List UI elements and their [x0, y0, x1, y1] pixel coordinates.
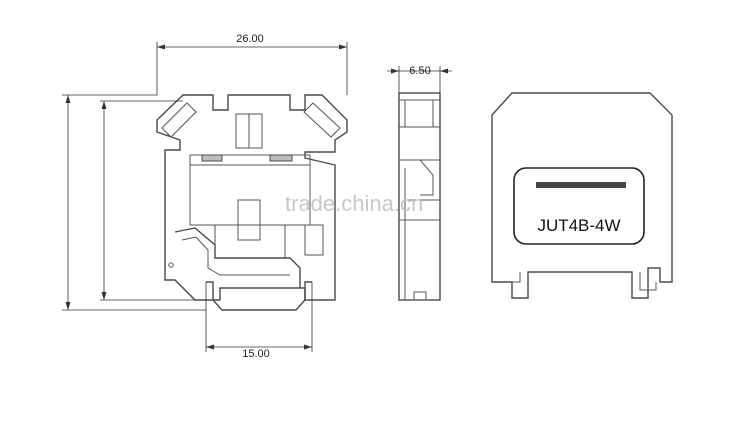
- din-rail: [206, 281, 312, 311]
- label-view-hook-left: [512, 272, 521, 283]
- front-inner-chamber: [189, 164, 311, 226]
- front-rail-hook-inner: [181, 236, 290, 276]
- front-screw-left: [201, 154, 223, 162]
- side-view: [398, 92, 441, 301]
- label-view-hook-right: [639, 272, 657, 291]
- product-label-text: JUT4B-4W: [537, 216, 620, 235]
- dimension-side-width: 6.50: [387, 65, 452, 93]
- watermark: trade.china.cn: [285, 191, 423, 216]
- dim-front-width-label: 26.00: [236, 33, 264, 45]
- front-center-post: [237, 199, 261, 241]
- dimension-height: [62, 94, 206, 311]
- front-body-outline: [156, 94, 348, 301]
- dim-side-width-label: 6.50: [409, 65, 430, 77]
- label-view: JUT4B-4W: [491, 92, 673, 299]
- dim-rail-width-label: 15.00: [242, 348, 270, 360]
- side-notch: [419, 159, 434, 196]
- label-view-outline: [491, 92, 673, 299]
- side-foot: [413, 291, 427, 301]
- front-right-window: [304, 224, 324, 256]
- front-view: [156, 94, 348, 311]
- front-right-slot: [303, 102, 341, 138]
- dimension-rail-width: 15.00: [205, 282, 313, 360]
- front-rail-hook: [174, 227, 301, 288]
- front-left-slot: [161, 102, 197, 138]
- front-screw-right: [269, 154, 293, 162]
- label-header-band: [536, 182, 626, 188]
- front-latch-hole: [168, 262, 174, 268]
- dimension-front-width: 26.00: [156, 33, 348, 95]
